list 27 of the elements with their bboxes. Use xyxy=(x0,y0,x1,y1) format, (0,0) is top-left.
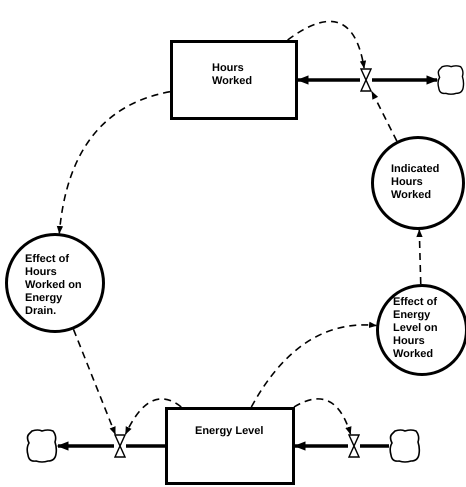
dashed-arrow xyxy=(294,398,352,435)
dashed-arrow xyxy=(250,322,378,408)
node-label: Hours Worked xyxy=(212,62,254,88)
dashed-arrow xyxy=(124,398,182,435)
dashed-arrow xyxy=(72,329,116,435)
cloud-symbol xyxy=(437,64,465,96)
valve-symbol xyxy=(360,68,372,92)
dashed-arrow xyxy=(57,90,170,234)
stock-box xyxy=(165,407,295,485)
node-label: Indicated Hours Worked xyxy=(391,163,440,202)
valve-symbol xyxy=(348,434,360,458)
flow-pipe xyxy=(56,441,114,451)
node-label: Effect of Hours Worked on Energy Drain. xyxy=(25,253,83,318)
cloud-symbol xyxy=(389,428,421,464)
node-label: Energy Level xyxy=(195,425,264,438)
flow-pipe xyxy=(126,444,165,448)
cloud-symbol xyxy=(26,428,58,464)
flow-pipe xyxy=(296,75,360,85)
valve-symbol xyxy=(114,434,126,458)
node-label: Effect of Energy Level on Hours Worked xyxy=(393,296,439,361)
dashed-arrow xyxy=(371,91,398,142)
flow-pipe xyxy=(294,441,348,451)
flow-pipe xyxy=(372,75,438,85)
dashed-arrow xyxy=(416,229,423,284)
dashed-arrow xyxy=(287,20,366,69)
stock-box xyxy=(170,40,298,120)
flow-pipe xyxy=(360,444,389,448)
